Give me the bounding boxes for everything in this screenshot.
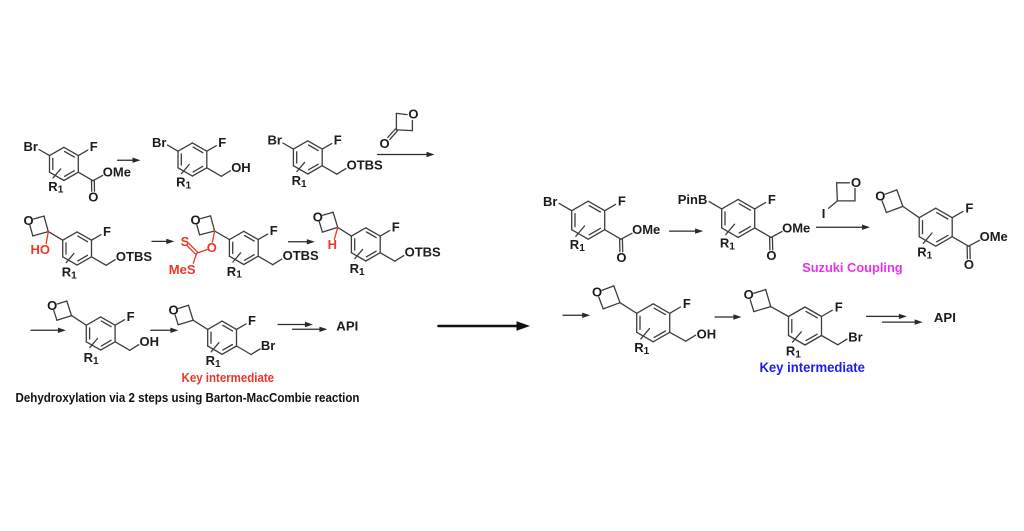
svg-text:S: S	[181, 234, 190, 249]
svg-text:1: 1	[236, 270, 242, 281]
svg-text:Br: Br	[543, 194, 557, 209]
svg-text:O: O	[191, 212, 201, 227]
svg-text:R: R	[62, 265, 72, 280]
svg-text:R: R	[206, 353, 216, 368]
svg-text:F: F	[768, 192, 776, 207]
svg-text:R: R	[634, 340, 644, 355]
svg-text:MeS: MeS	[169, 262, 196, 277]
svg-text:PinB: PinB	[678, 192, 708, 207]
svg-text:F: F	[270, 223, 278, 238]
svg-text:O: O	[851, 175, 861, 190]
svg-text:R: R	[176, 175, 186, 190]
svg-text:F: F	[248, 313, 256, 328]
svg-text:Key intermediate: Key intermediate	[759, 360, 865, 375]
svg-text:R: R	[292, 173, 302, 188]
svg-text:F: F	[683, 296, 691, 311]
svg-text:O: O	[744, 287, 754, 302]
svg-text:Br: Br	[24, 139, 38, 154]
svg-text:F: F	[835, 299, 843, 314]
svg-text:Suzuki Coupling: Suzuki Coupling	[802, 260, 903, 275]
svg-text:R: R	[227, 264, 237, 279]
svg-text:O: O	[169, 302, 179, 317]
svg-text:1: 1	[927, 251, 933, 262]
svg-text:R: R	[84, 350, 94, 365]
svg-text:1: 1	[301, 179, 307, 190]
svg-text:Br: Br	[261, 338, 275, 353]
svg-text:OMe: OMe	[980, 229, 1008, 244]
svg-text:API: API	[934, 310, 956, 325]
svg-text:OMe: OMe	[103, 165, 131, 180]
svg-text:Dehydroxylation via 2 steps us: Dehydroxylation via 2 steps using Barton…	[16, 391, 360, 405]
svg-text:O: O	[88, 189, 98, 204]
svg-text:1: 1	[729, 241, 735, 252]
svg-text:Br: Br	[152, 135, 166, 150]
svg-text:OMe: OMe	[782, 220, 810, 235]
svg-text:1: 1	[644, 346, 650, 357]
svg-text:O: O	[313, 209, 323, 224]
svg-text:F: F	[334, 133, 342, 148]
svg-text:F: F	[127, 309, 135, 324]
svg-text:O: O	[380, 136, 390, 151]
svg-text:O: O	[616, 250, 626, 265]
svg-text:R: R	[48, 179, 58, 194]
svg-text:OTBS: OTBS	[405, 245, 441, 260]
svg-text:1: 1	[359, 267, 365, 278]
svg-text:F: F	[218, 135, 226, 150]
svg-text:OTBS: OTBS	[347, 158, 383, 173]
svg-text:O: O	[964, 257, 974, 272]
svg-text:R: R	[570, 237, 580, 252]
svg-text:1: 1	[215, 359, 221, 370]
svg-text:F: F	[392, 220, 400, 235]
svg-text:F: F	[965, 201, 973, 216]
svg-text:1: 1	[795, 350, 801, 361]
svg-text:R: R	[786, 344, 796, 359]
svg-text:API: API	[336, 318, 358, 333]
svg-text:1: 1	[579, 243, 585, 254]
svg-text:1: 1	[58, 185, 64, 196]
svg-text:OH: OH	[697, 327, 717, 342]
svg-text:R: R	[720, 235, 730, 250]
svg-text:O: O	[766, 248, 776, 263]
svg-text:O: O	[47, 298, 57, 313]
svg-text:I: I	[822, 206, 826, 221]
svg-text:O: O	[592, 285, 602, 300]
svg-text:O: O	[875, 189, 885, 204]
svg-text:R: R	[917, 245, 927, 260]
svg-text:1: 1	[186, 181, 192, 192]
svg-text:F: F	[618, 194, 626, 209]
svg-text:O: O	[408, 106, 418, 121]
svg-text:OTBS: OTBS	[116, 249, 152, 264]
svg-text:OMe: OMe	[632, 222, 660, 237]
svg-text:O: O	[207, 240, 217, 255]
svg-text:HO: HO	[31, 242, 51, 257]
svg-text:R: R	[350, 261, 360, 276]
svg-text:1: 1	[93, 356, 99, 367]
svg-text:Br: Br	[848, 330, 862, 345]
svg-text:O: O	[23, 213, 33, 228]
svg-text:F: F	[103, 224, 111, 239]
svg-text:1: 1	[71, 270, 77, 281]
svg-text:F: F	[90, 139, 98, 154]
svg-text:H: H	[328, 237, 337, 252]
svg-text:OH: OH	[231, 160, 251, 175]
svg-text:OTBS: OTBS	[283, 248, 319, 263]
svg-text:Br: Br	[267, 133, 281, 148]
svg-text:Key intermediate: Key intermediate	[182, 370, 275, 385]
svg-text:OH: OH	[140, 334, 160, 349]
